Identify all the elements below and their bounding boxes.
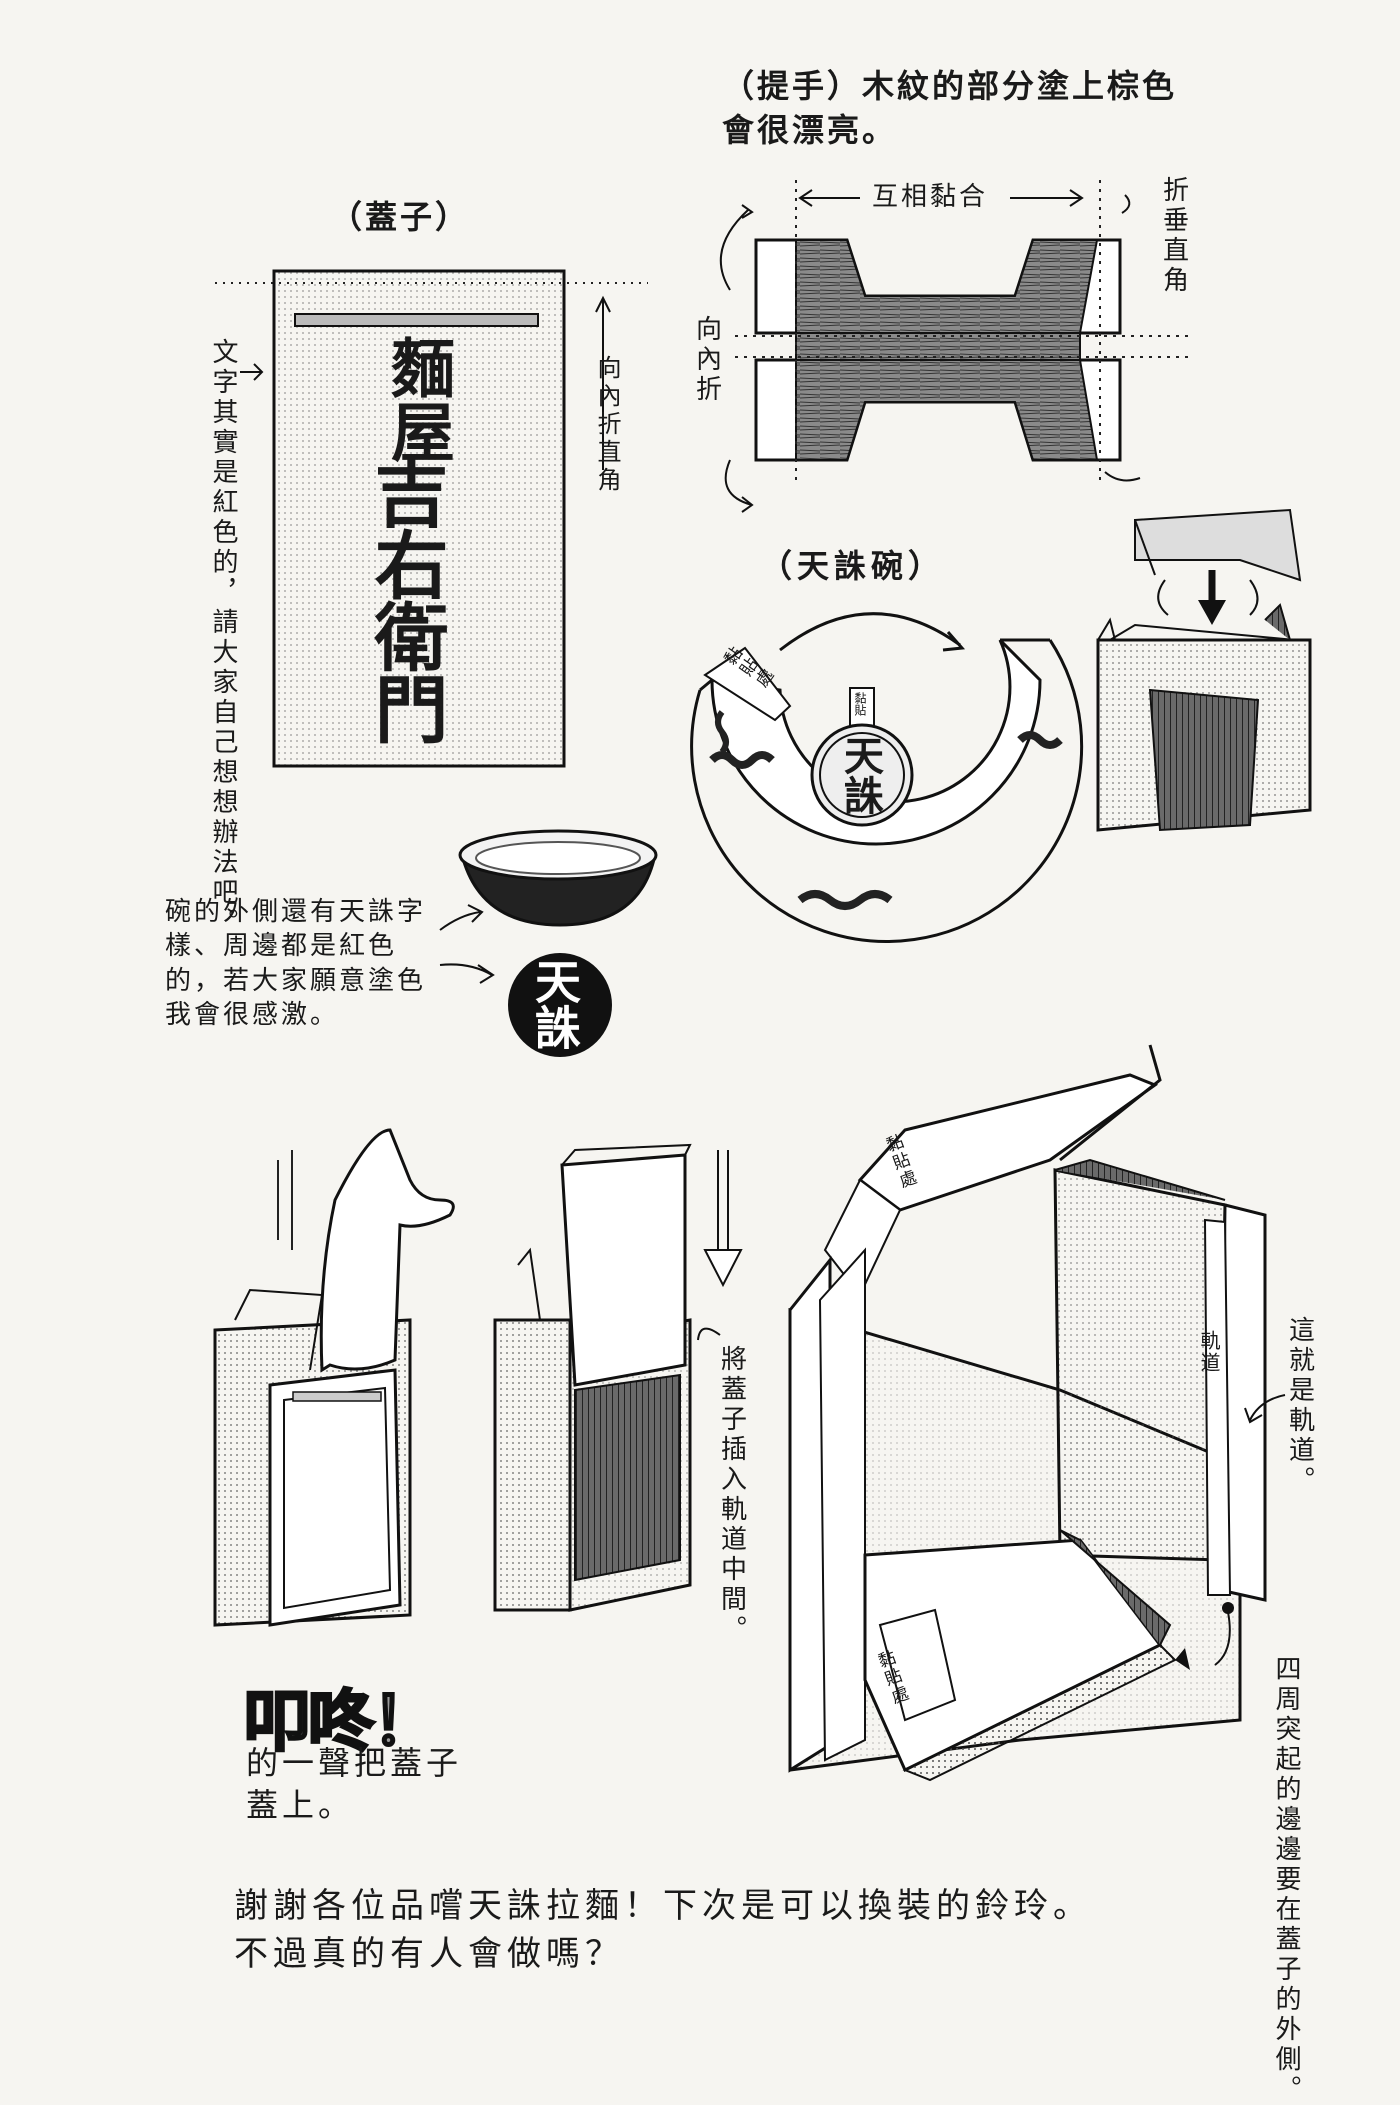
handle-title-line1: （提手）木紋的部分塗上棕色 (722, 67, 1178, 105)
sfx-knock: 叩咚！ (243, 1682, 440, 1762)
rail-label: 軌道 (1197, 1330, 1221, 1374)
illustration-canvas (213, 180, 1312, 1782)
bowl-icon (439, 829, 658, 1057)
insert-note: 將蓋子插入軌道中間。 (716, 1345, 747, 1645)
box-side-view (1096, 508, 1312, 832)
bowl-note: 碗的外側還有天誅字樣、周邊都是紅色的，若大家願意塗色我會很感激。 (165, 897, 427, 1030)
rail-note: 這就是軌道。 (1284, 1316, 1315, 1496)
bowl-title: （天誅碗） (760, 547, 946, 585)
handle-glue-label: 互相黏合 (872, 182, 989, 212)
lid-fold-label: 向內折直角 (593, 355, 621, 495)
edge-note: 四周突起的邊邊要在蓋子的外側。 (1271, 1655, 1301, 2105)
handle-piece (719, 180, 1190, 513)
bowl-emblem-badge: 天誅 (528, 958, 582, 1050)
footer-line1: 謝謝各位品嚐天誅拉麵！下次是可以換裝的鈴玲。 (234, 1886, 1092, 1926)
sfx-caption: 的一聲把蓋子蓋上。 (246, 1744, 463, 1825)
footer-text: 謝謝各位品嚐天誅拉麵！下次是可以換裝的鈴玲。 不過真的有人會做嗎？ (234, 1882, 1092, 1978)
lid-title: （蓋子） (330, 198, 471, 236)
handle-title: （提手）木紋的部分塗上棕色 會很漂亮。 (722, 64, 1177, 152)
lid-note-arrow (240, 363, 264, 381)
bowl-glue-tab-label: 黏貼 (853, 692, 867, 716)
assembly-step-press (213, 1128, 455, 1627)
bowl-template (690, 612, 1084, 943)
lid-card (215, 269, 648, 768)
assembly-step-insert (493, 1143, 743, 1612)
handle-fold-vertical-label: 折垂直角 (1158, 176, 1189, 296)
lid-sign-line1: 麵屋 (380, 335, 455, 463)
handle-fold-inward-label: 向內折 (691, 315, 722, 405)
bowl-emblem-text: 天誅 (837, 735, 884, 815)
assembly-step-open-box (788, 1044, 1286, 1782)
handle-title-line2: 會很漂亮。 (722, 111, 898, 149)
lid-note: 文字其實是紅色的，請大家自己想想辦法吧。 (208, 338, 238, 938)
footer-line2: 不過真的有人會做嗎？ (234, 1934, 624, 1974)
lid-sign-line2: 吉右衛門 (362, 455, 448, 743)
